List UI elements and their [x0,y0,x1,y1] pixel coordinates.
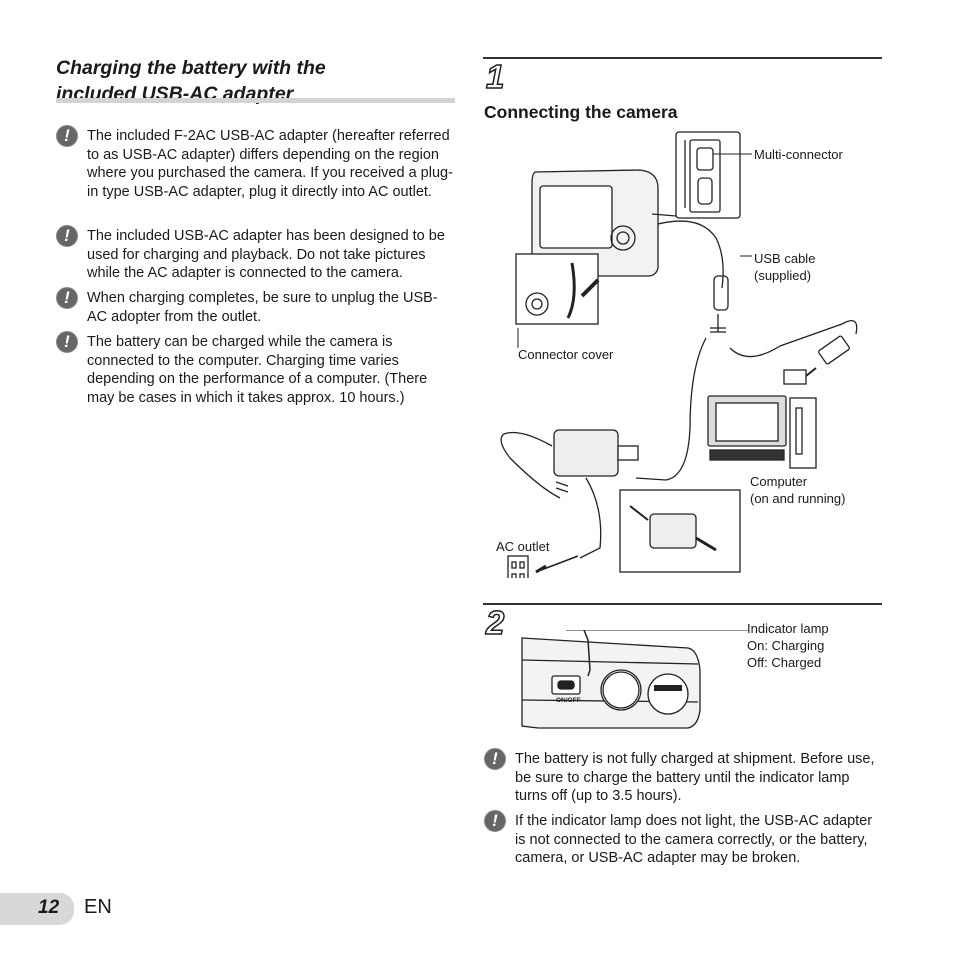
exclamation-caution-icon: ! [484,748,506,770]
exclamation-caution-icon: ! [56,331,78,353]
caution-note: ! The battery is not fully charged at sh… [484,748,882,806]
exclamation-caution-icon: ! [56,225,78,247]
camera-top-diagram: ON/OFF [521,630,748,729]
step2-number: 2 [485,604,505,641]
title-underline [56,98,455,103]
exclamation-caution-icon: ! [56,125,78,147]
caution-note-text: The battery can be charged while the cam… [87,334,428,406]
step1-rule [483,57,882,59]
connector-cover-label: Connector cover [518,347,614,362]
caution-note: ! The included USB-AC adapter has been d… [56,225,456,283]
section-title-line2: included USB-AC adapter [56,83,294,105]
connection-diagram [500,131,858,578]
caution-note-text: The battery is not fully charged at ship… [515,751,875,804]
caution-note-text: The included USB-AC adapter has been des… [87,228,445,281]
language-label: EN [84,896,112,918]
exclamation-caution-icon: ! [484,810,506,832]
step1-heading: Connecting the camera [484,102,678,122]
step1-number: 1 [485,58,505,95]
caution-note-text: If the indicator lamp does not light, th… [515,813,873,866]
step2-rule [483,603,882,605]
page-tab [0,893,74,925]
computer-label: Computer (on and running) [750,474,846,506]
multi-connector-label: Multi-connector [754,147,843,162]
caution-note: ! When charging completes, be sure to un… [56,287,456,326]
caution-note-text: When charging completes, be sure to unpl… [87,290,438,325]
usb-cable-label: USB cable (supplied) [754,251,816,283]
page-number: 12 [38,897,60,918]
section-title-line1: Charging the battery with the [56,57,326,79]
on-off-button-label: ON/OFF [556,697,581,704]
ac-outlet-label: AC outlet [496,539,550,554]
indicator-lamp-label: Indicator lamp On: Charging Off: Charged [747,621,829,670]
caution-note: ! If the indicator lamp does not light, … [484,810,882,868]
caution-note: ! The included F-2AC USB-AC adapter (her… [56,125,456,201]
exclamation-caution-icon: ! [56,287,78,309]
caution-note-text: The included F-2AC USB-AC adapter (herea… [87,128,453,200]
caution-note: ! The battery can be charged while the c… [56,331,456,407]
